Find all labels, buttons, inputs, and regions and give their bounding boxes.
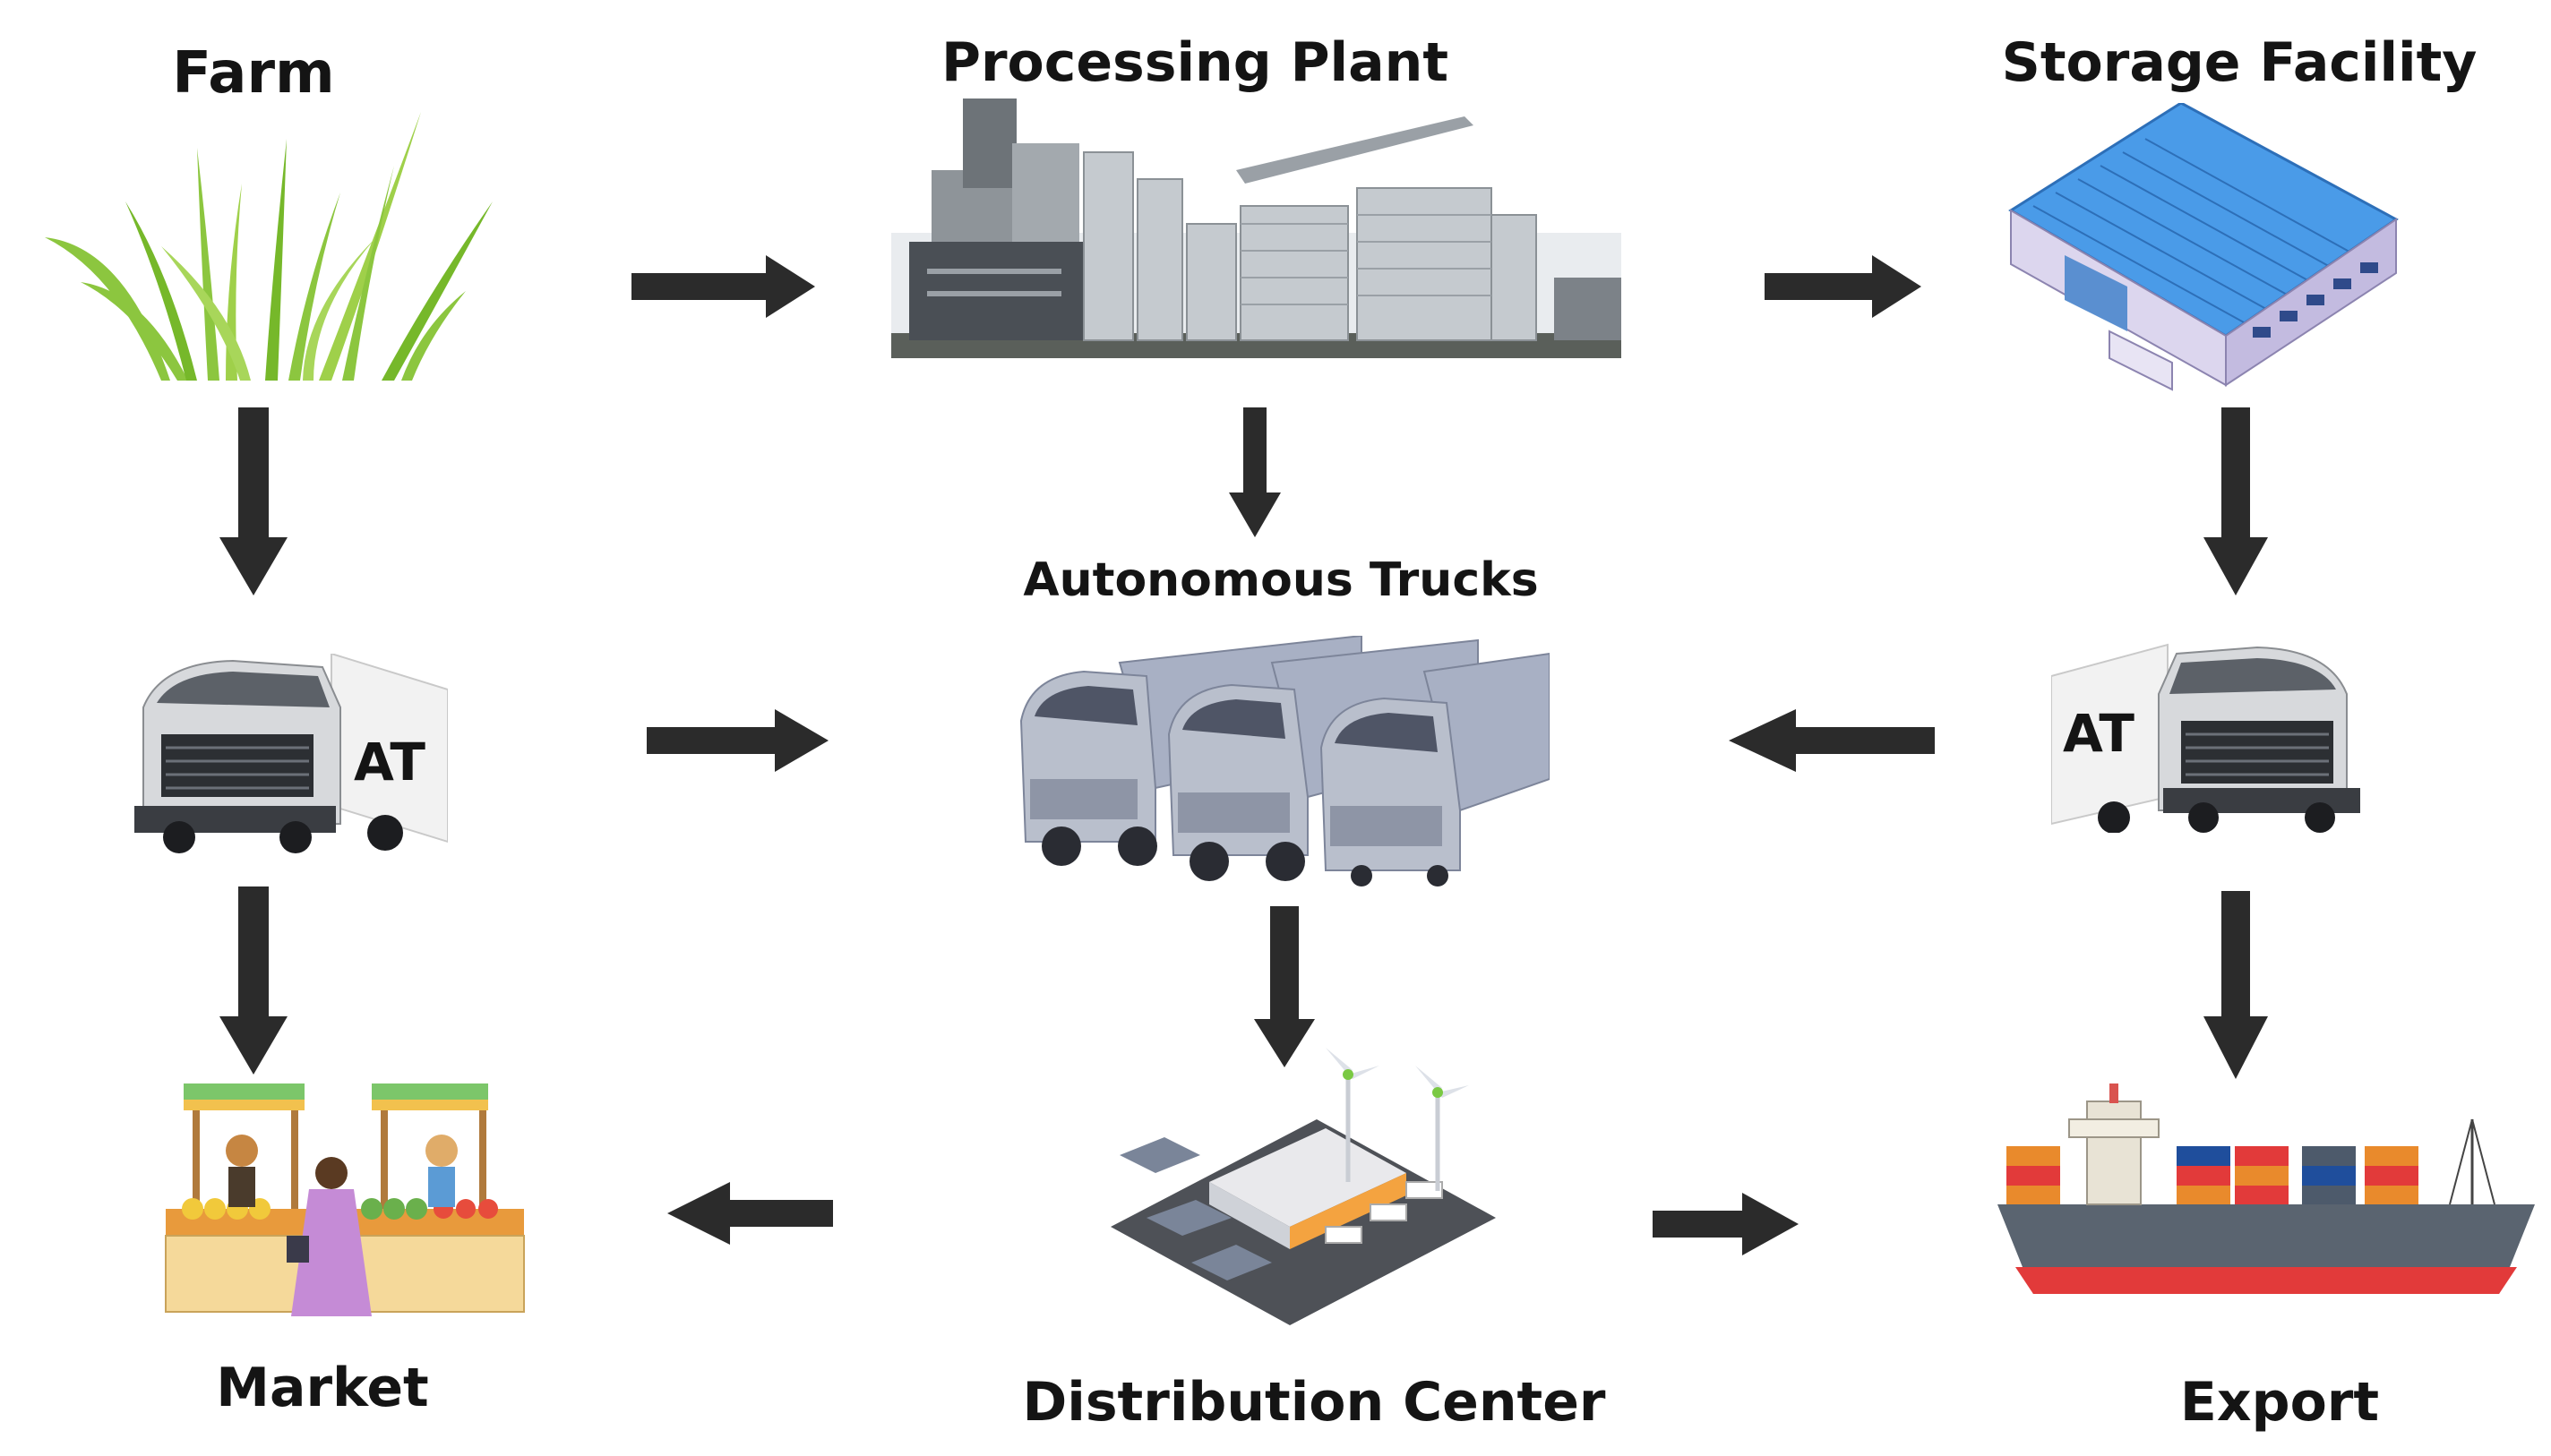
export-ship-illustration xyxy=(1997,1083,2544,1307)
storage-facility-illustration xyxy=(1993,103,2414,398)
arrow-distribution-to-export xyxy=(1653,1193,1799,1255)
arrow-truck-right-to-export xyxy=(2203,891,2268,1079)
arrow-storage-to-truck-right xyxy=(2203,407,2268,595)
warehouse-icon xyxy=(2008,103,2399,391)
processing-plant-illustration xyxy=(891,98,1621,358)
fleet-truck-3 xyxy=(1319,652,1550,886)
truck-right-illustration xyxy=(2051,640,2365,833)
truck-fleet-icon xyxy=(1019,636,1550,886)
arrow-truck-left-to-market xyxy=(219,886,288,1075)
truck-left-illustration xyxy=(125,654,448,855)
distribution-center-label: Distribution Center xyxy=(1022,1371,1606,1434)
processing-plant-label: Processing Plant xyxy=(941,31,1449,94)
distribution-center-icon xyxy=(1111,1048,1496,1325)
factory-silo-icon xyxy=(891,98,1621,358)
cargo-ship-icon xyxy=(1997,1083,2535,1294)
arrow-truck-left-to-trucks xyxy=(647,709,829,772)
arrow-distribution-to-market xyxy=(667,1182,833,1245)
autonomous-trucks-label: Autonomous Trucks xyxy=(1023,553,1539,607)
farm-grass-illustration xyxy=(18,112,502,394)
autonomous-trucks-illustration xyxy=(1012,636,1550,886)
storage-facility-label: Storage Facility xyxy=(2001,31,2478,94)
arrow-truck-right-to-trucks xyxy=(1729,709,1935,772)
autonomous-truck-icon xyxy=(134,654,448,853)
market-label: Market xyxy=(216,1357,429,1419)
arrow-trucks-to-distribution xyxy=(1254,906,1315,1067)
arrow-processing-to-trucks xyxy=(1229,407,1281,537)
containers xyxy=(2006,1146,2418,1204)
market-stall-icon xyxy=(165,1083,525,1316)
truck-right-badge: AT xyxy=(2063,703,2134,764)
market-illustration xyxy=(157,1083,533,1321)
arrow-farm-to-processing xyxy=(631,255,815,318)
truck-left-badge: AT xyxy=(354,732,425,792)
farm-label: Farm xyxy=(172,40,335,107)
grass-icon xyxy=(45,112,493,381)
export-label: Export xyxy=(2179,1371,2380,1434)
arrow-processing-to-storage xyxy=(1765,255,1921,318)
arrow-farm-to-truck-left xyxy=(219,407,288,595)
autonomous-truck-icon xyxy=(2051,643,2360,833)
distribution-center-illustration xyxy=(1111,1039,1496,1334)
